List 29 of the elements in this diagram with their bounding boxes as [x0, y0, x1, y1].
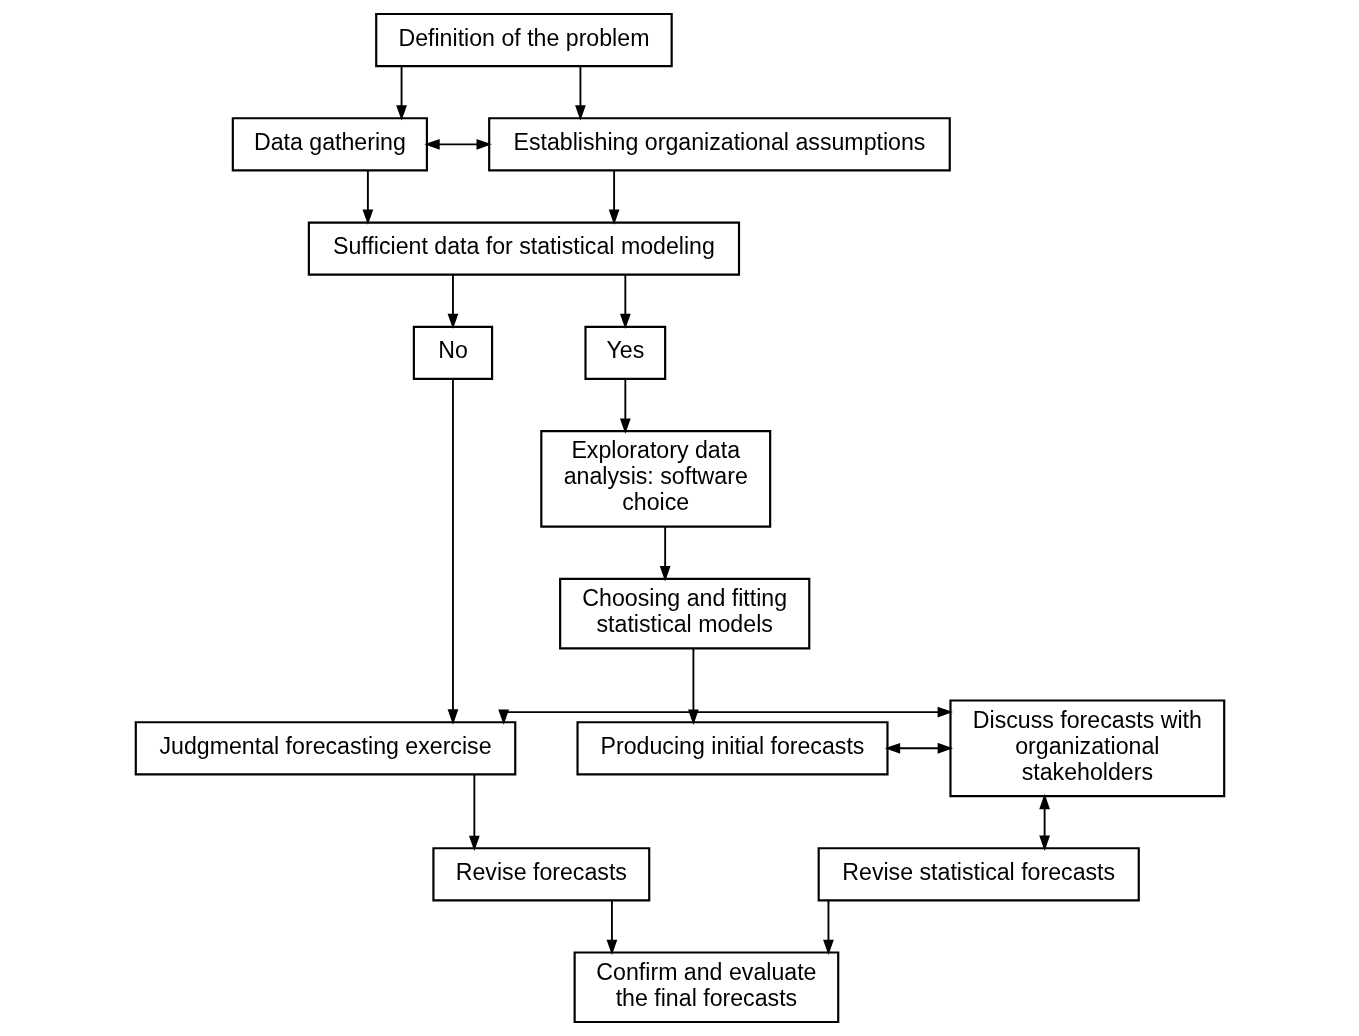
arrow — [884, 742, 953, 754]
arrow — [659, 525, 671, 582]
node-box: Revise statistical forecasts — [817, 847, 1140, 902]
node-box: Confirm and evaluate the final forecasts — [573, 951, 839, 1024]
node-box: Yes — [583, 325, 666, 381]
arrow — [447, 378, 458, 725]
arrow — [574, 65, 586, 121]
arrow — [468, 773, 480, 852]
node-box: Sufficient data for statistical modeling — [307, 221, 740, 276]
arrow — [606, 899, 617, 956]
node-box: Exploratory data analysis: software choice — [539, 430, 771, 528]
arrow — [1038, 793, 1050, 851]
arrow — [423, 138, 492, 150]
arrow — [395, 65, 407, 121]
arrow — [822, 899, 834, 956]
node-box: No — [412, 325, 493, 381]
node-box: Choosing and fitting statistical models — [558, 577, 810, 650]
node-box: Data gathering — [231, 117, 428, 172]
arrow — [447, 274, 458, 330]
arrow — [608, 169, 619, 225]
arrow — [619, 378, 631, 434]
node-box: Judgmental forecasting exercise — [134, 721, 516, 776]
node-box: Producing initial forecasts — [575, 721, 889, 776]
node-box: Establishing organizational assumptions — [487, 117, 951, 172]
node-box: Discuss forecasts with organizational stakeholders — [948, 699, 1225, 798]
arrow — [362, 169, 373, 225]
node-box: Definition of the problem — [374, 12, 673, 68]
node-box: Revise forecasts — [431, 847, 650, 902]
arrow — [619, 274, 631, 330]
